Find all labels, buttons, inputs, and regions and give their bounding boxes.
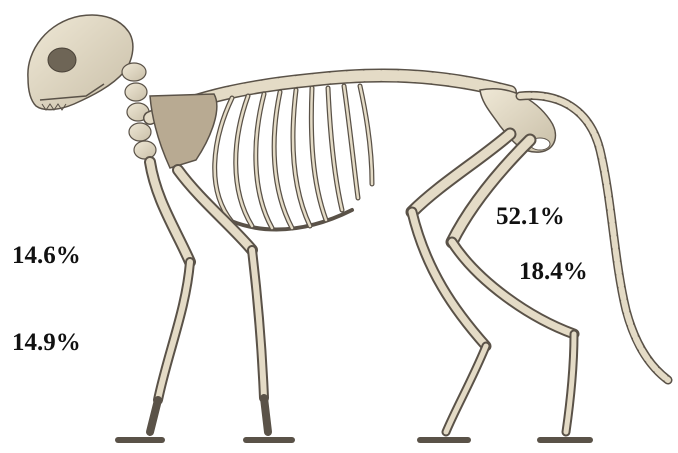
shoulder-blade	[150, 94, 217, 168]
hind-upper-percentage: 52.1%	[496, 204, 565, 229]
front-lower-percentage: 14.9%	[12, 330, 81, 355]
front-legs	[118, 162, 292, 440]
hind-lower-percentage: 18.4%	[519, 259, 588, 284]
front-upper-percentage: 14.6%	[12, 243, 81, 268]
skull	[28, 15, 133, 110]
hind-legs	[412, 134, 590, 440]
